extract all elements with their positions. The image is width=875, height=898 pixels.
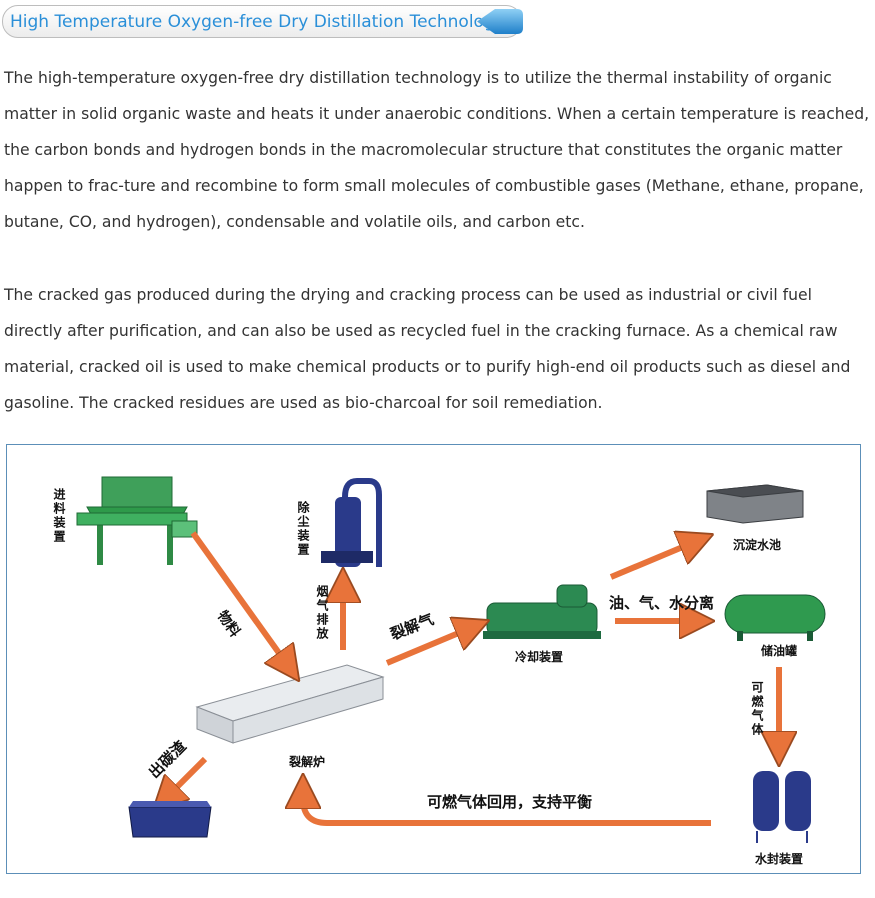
sedimentation-tank [706, 484, 804, 524]
storage-tank-label: 储油罐 [761, 643, 797, 658]
cracking-furnace [195, 664, 385, 744]
smoke-exhaust-label: 烟气排放 [315, 585, 329, 641]
process-diagram: 进料装置 除尘装置 烟气排放 裂解炉 物料 冷却装置 裂解气 [6, 444, 861, 874]
recycle-label: 可燃气体回用，支持平衡 [427, 793, 592, 811]
water-seal-equipment [753, 771, 811, 843]
storage-tank [724, 594, 826, 641]
separation-label: 油、气、水分离 [609, 594, 714, 612]
combustible-gas-label: 可燃气体 [750, 681, 764, 737]
usage-paragraph: The cracked gas produced during the dryi… [4, 286, 851, 412]
cracked-gas-label: 裂解气 [387, 610, 436, 644]
sedimentation-label: 沉淀水池 [733, 537, 781, 552]
recycle-arrow [303, 791, 711, 826]
carbon-residue-arrow [165, 756, 208, 799]
section-header: High Temperature Oxygen-free Dry Distill… [2, 5, 523, 38]
furnace-label: 裂解炉 [288, 754, 325, 769]
arrow-left-icon [477, 9, 523, 34]
carbon-residue-label: 出碳渣 [145, 737, 190, 782]
cracked-gas-arrow [385, 627, 473, 666]
dust-removal-equipment [321, 478, 382, 567]
water-seal-label: 水封装置 [755, 851, 803, 866]
feeder-label: 进料装置 [52, 487, 66, 544]
to-sedimentation-arrow [609, 541, 697, 580]
feeder-equipment [76, 476, 198, 565]
residue-bin [128, 801, 212, 838]
cooling-label: 冷却装置 [515, 649, 563, 664]
cooling-equipment [483, 584, 601, 639]
material-label: 物料 [214, 608, 244, 641]
intro-paragraph: The high-temperature oxygen-free dry dis… [4, 69, 870, 231]
section-title: High Temperature Oxygen-free Dry Distill… [10, 12, 505, 32]
material-arrow [190, 531, 289, 667]
dust-removal-label: 除尘装置 [296, 500, 310, 557]
